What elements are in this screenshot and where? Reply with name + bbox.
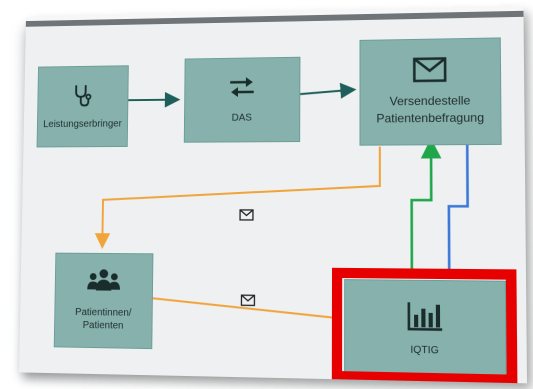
people-group-icon [87, 269, 121, 291]
edge-iqtig-versendestelle [411, 143, 431, 278]
edge-versendestelle-patienten [102, 147, 380, 247]
edge-leistungserbringer-das [125, 100, 177, 101]
node-versendestelle: Versendestelle Patientenbefragung [359, 37, 502, 146]
node-label: Leistungserbringer [43, 118, 122, 130]
edge-versendestelle-iqtig [449, 141, 469, 278]
edge-patienten-iqtig [151, 298, 334, 318]
node-patienten: Patientinnen/ Patienten [53, 252, 154, 350]
stethoscope-icon [72, 83, 93, 108]
diagram-connectors [19, 11, 527, 384]
envelope-icon [241, 295, 254, 305]
node-label-line1: Versendestelle [389, 93, 471, 109]
arrows-exchange-icon [228, 76, 256, 97]
node-label-line2: Patientenbefragung [376, 110, 485, 126]
node-das: DAS [183, 56, 301, 143]
envelope-icon [239, 209, 254, 221]
envelope-icon [412, 56, 447, 83]
node-label-line2: Patienten [82, 320, 124, 332]
node-label: DAS [231, 112, 252, 124]
edge-das-versendestelle [297, 90, 352, 95]
diagram-panel: Leistungserbringer DAS Versendestelle Pa… [19, 7, 527, 384]
node-leistungserbringer: Leistungserbringer [36, 65, 129, 148]
iqtig-highlight-frame [331, 267, 518, 384]
node-label-line1: Patientinnen/ [75, 307, 132, 319]
